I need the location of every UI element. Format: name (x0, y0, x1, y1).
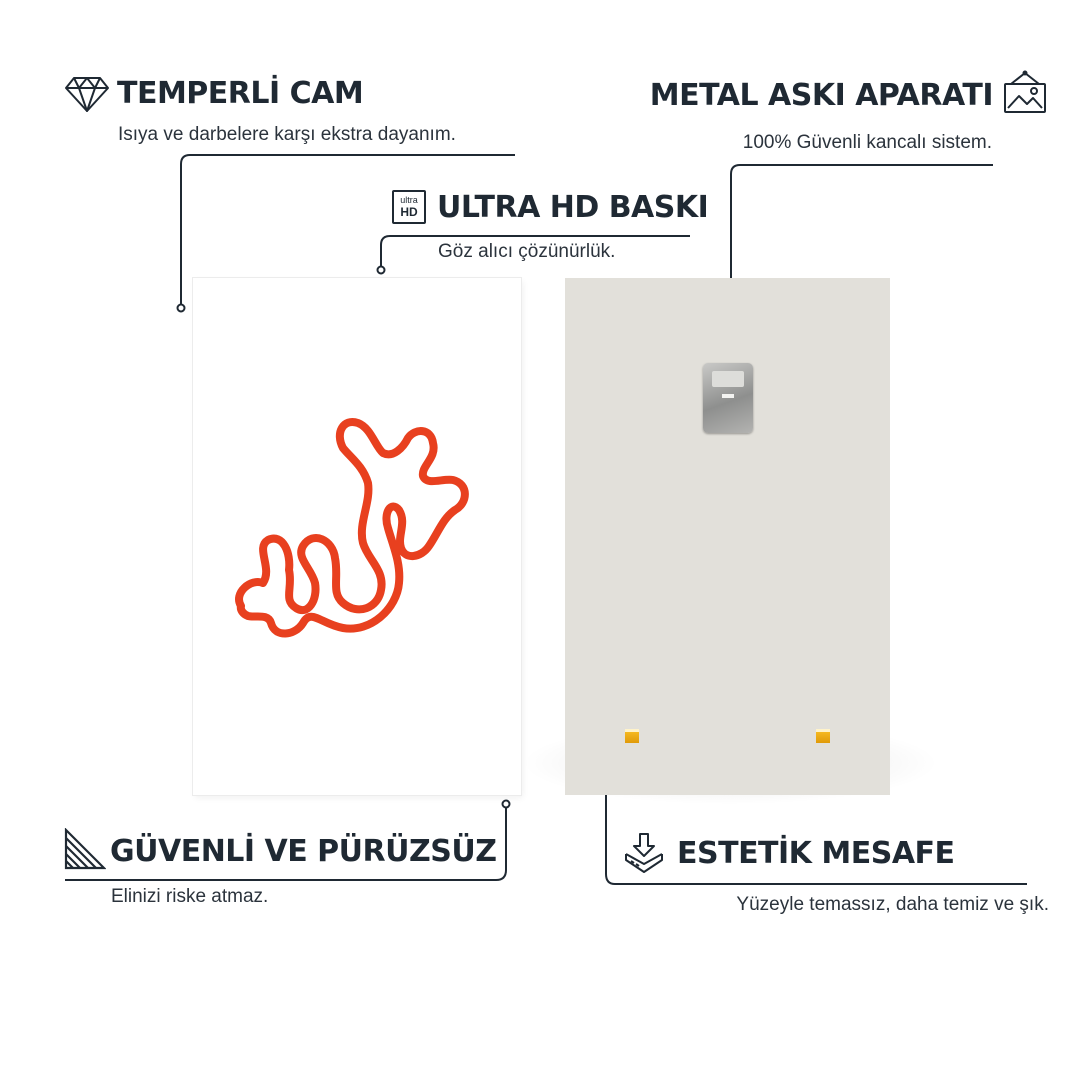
metal-hanger-hook (703, 363, 753, 433)
distance-connector-line (605, 768, 1027, 885)
hook-hole (722, 394, 734, 398)
layers-download-icon (622, 832, 666, 881)
diamond-icon (64, 75, 110, 118)
distance-description: Yüzeyle temassız, daha temiz ve şık. (736, 894, 1049, 915)
spacer-pad-right (816, 729, 830, 743)
hanger-connector-line (730, 164, 993, 358)
hook-slot (712, 371, 744, 387)
safe-title: GÜVENLİ VE PÜRÜZSÜZ (110, 834, 497, 869)
tempered-connector-line (180, 154, 515, 305)
badge-bottom-text: HD (400, 205, 418, 219)
ultra-hd-connector-dot (376, 265, 386, 275)
safe-description: Elinizi riske atmaz. (111, 886, 269, 907)
tempered-connector-dot (176, 303, 186, 313)
diagonal-lines-icon (64, 827, 107, 875)
ultra-hd-title: ULTRA HD BASKI (437, 190, 709, 225)
ultra-hd-badge-icon: ultra HD (392, 190, 426, 224)
safe-connector-dot (501, 799, 511, 809)
distance-title: ESTETİK MESAFE (677, 836, 955, 871)
front-glass-panel (193, 278, 521, 795)
spacer-pad-left (625, 729, 639, 743)
hanger-title: METAL ASKI APARATI (649, 78, 994, 113)
tempered-description: Isıya ve darbelere karşı ekstra dayanım. (118, 124, 456, 145)
badge-top-text: ultra (400, 195, 418, 205)
ultra-hd-connector-line (380, 235, 690, 268)
red-squiggle-artwork (235, 418, 469, 638)
tempered-title: TEMPERLİ CAM (117, 76, 364, 111)
safe-connector-line (65, 806, 507, 881)
back-panel (565, 278, 890, 795)
hanging-picture-icon (1003, 70, 1047, 119)
hanger-description: 100% Güvenli kancalı sistem. (742, 132, 992, 153)
ultra-hd-description: Göz alıcı çözünürlük. (438, 241, 616, 262)
